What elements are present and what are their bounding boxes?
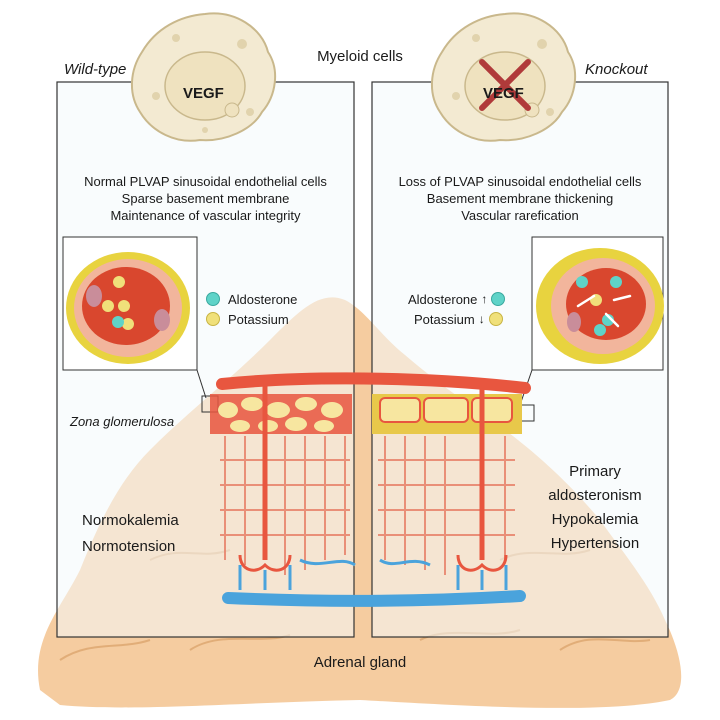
zona-fasciculata-wild-type [220,436,350,575]
medulla-capillaries [238,554,508,590]
aldosterone-swatch [206,292,220,306]
knockout-legend-aldosterone: Aldosterone [408,291,478,307]
potassium-swatch [206,312,220,326]
potassium-swatch-knockout [488,312,503,326]
knockout-outcome-3: Hypokalemia [551,511,639,528]
wild-type-outcomes: Normokalemia Normotension [82,508,179,560]
myeloid-cell-knockout [430,12,577,142]
knockout-outcomes: Primary aldosteronism Hypokalemia Hypert… [535,460,655,556]
wild-type-line-3: Maintenance of vascular integrity [110,208,301,223]
knockout-line-3: Vascular rarefication [461,208,579,223]
central-vein [222,590,526,607]
knockout-description: Loss of PLVAP sinusoidal endothelial cel… [372,173,668,224]
knockout-vessel-cross-section [536,248,664,364]
wild-type-line-1: Normal PLVAP sinusoidal endothelial cell… [84,174,327,189]
arrow-down-icon: ↓ [478,312,485,326]
wild-type-outcome-1: Normokalemia [82,512,179,529]
aldosterone-swatch-knockout [491,292,506,306]
wild-type-vessel-cross-section [66,252,190,364]
knockout-outcome-1: Primary [569,463,621,480]
zona-fasciculata-knockout [378,436,515,575]
knockout-outcome-4: Hypertension [550,535,640,552]
knockout-line-2: Basement membrane thickening [426,191,614,206]
wild-type-line-2: Sparse basement membrane [121,191,290,206]
knockout-line-1: Loss of PLVAP sinusoidal endothelial cel… [398,174,642,189]
myeloid-cell-wild-type [130,12,277,142]
arrow-up-icon: ↑ [481,292,488,306]
wild-type-outcome-2: Normotension [82,538,176,555]
wild-type-legend-aldosterone: Aldosterone [228,291,298,307]
wild-type-vegf-label: VEGF [183,85,224,102]
adrenal-gland-label: Adrenal gland [313,654,407,671]
wild-type-title: Wild-type [64,61,127,78]
myeloid-cells-label: Myeloid cells [317,48,403,65]
x-mark-icon [479,59,531,111]
zona-glomerulosa-label: Zona glomerulosa [70,414,175,429]
top-artery [216,372,531,394]
wild-type-legend-potassium: Potassium [228,311,289,327]
wild-type-leader [196,369,207,399]
zona-glomerulosa-mesh-knockout [372,394,522,434]
knockout-title: Knockout [585,61,648,78]
knockout-legend-potassium: Potassium [414,311,475,327]
zona-glomerulosa-mesh-wild-type [210,394,352,434]
knockout-outcome-2: aldosteronism [548,487,642,504]
knockout-vegf-label: VEGF [483,85,524,102]
wild-type-description: Normal PLVAP sinusoidal endothelial cell… [57,173,354,224]
wild-type-legend: Aldosterone Potassium [206,289,297,329]
knockout-legend: Aldosterone ↑ Potassium ↓ [408,289,506,329]
